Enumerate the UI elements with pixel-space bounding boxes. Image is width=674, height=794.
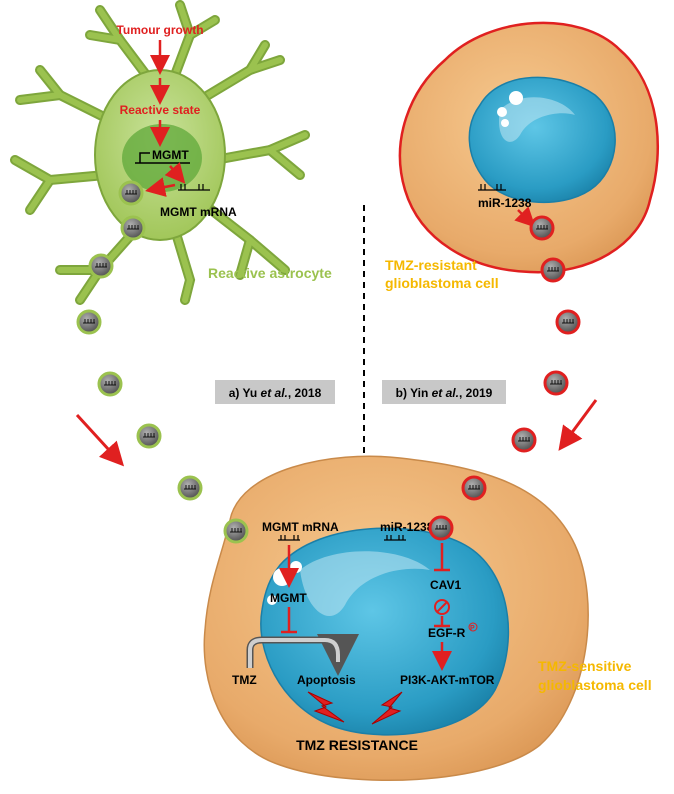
mgmt-gene-label: MGMT [152, 148, 189, 162]
exosome-vesicle [529, 215, 555, 241]
sensitive-mgmt-label: MGMT [270, 591, 307, 605]
sensitive-mgmt-mrna-label: MGMT mRNA [262, 520, 339, 534]
resistant-mirna-label: miR-1238 [478, 196, 532, 210]
tumour-growth-label: Tumour growth [116, 23, 203, 37]
astrocyte-exosomes [76, 180, 249, 544]
inhibition-mgmt [281, 607, 297, 634]
pathway-label: PI3K-AKT-mTOR [400, 673, 495, 687]
exosome-vesicle [76, 309, 102, 335]
mgmt-mrna-label: MGMT mRNA [160, 205, 237, 219]
inhibition-cav1 [434, 543, 450, 572]
arrow-mrna-packaging [145, 177, 176, 197]
exosome-vesicle [428, 515, 454, 541]
exosome-vesicle [223, 518, 249, 544]
reference-b: b) Yin et al., 2019 [382, 380, 506, 404]
exosome-vesicle [511, 427, 537, 453]
svg-text:a) Yu et al., 2018: a) Yu et al., 2018 [229, 386, 322, 400]
sensitive-mirna-label: miR-1238 [380, 520, 434, 534]
tmz-label: TMZ [232, 673, 257, 687]
exosome-vesicle [120, 215, 146, 241]
exosome-vesicle [555, 309, 581, 335]
resistant-label-line2: glioblastoma cell [385, 275, 499, 291]
sensitive-cell [203, 455, 589, 782]
exosome-vesicle [540, 257, 566, 283]
svg-text:b) Yin et al., 2019: b) Yin et al., 2019 [396, 386, 493, 400]
lightning-icon [307, 691, 345, 723]
reactive-state-label: Reactive state [120, 103, 201, 117]
exosome-vesicle [177, 475, 203, 501]
arrow-astrocyte-to-cell [75, 413, 125, 467]
phospho-mark: P [470, 625, 475, 632]
cav1-label: CAV1 [430, 578, 461, 592]
mirna-strand-icon [478, 184, 506, 191]
exosome-vesicle [118, 180, 144, 206]
resistant-cell-nucleus [468, 76, 616, 204]
reference-a: a) Yu et al., 2018 [215, 380, 335, 404]
astrocyte-label: Reactive astrocyte [208, 265, 332, 281]
arrow-transcription [164, 162, 186, 184]
exosome-vesicle [97, 371, 123, 397]
resistant-exosomes [428, 215, 581, 541]
resistant-label-line1: TMZ-resistant [385, 257, 477, 273]
mrna-strand-icon [278, 535, 300, 541]
sensitive-label-line1: TMZ-sensitive [538, 658, 632, 674]
lightning-icon [371, 691, 403, 725]
outcome-label: TMZ RESISTANCE [296, 737, 418, 753]
apoptosis-label: Apoptosis [297, 673, 356, 687]
mirna-strand-icon [384, 535, 406, 541]
mrna-strand-icon [178, 184, 210, 191]
exosome-vesicle [136, 423, 162, 449]
arrow-mirna-packaging [514, 206, 536, 228]
egfr-label: EGF-R [428, 626, 466, 640]
blocked-icon [434, 599, 450, 615]
vesicle-bud [509, 91, 523, 105]
resistant-cell [398, 21, 659, 274]
sensitive-label-line2: glioblastoma cell [538, 677, 652, 693]
arrow-resistant-to-cell [558, 399, 598, 451]
exosome-vesicle [461, 475, 487, 501]
exosome-vesicle [88, 253, 114, 279]
exosome-vesicle [543, 370, 569, 396]
